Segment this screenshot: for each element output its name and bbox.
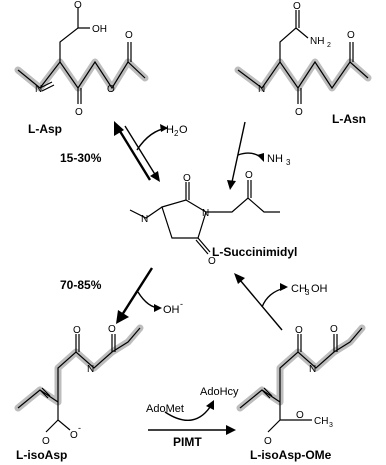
asp-atom-n: N (35, 84, 42, 95)
asp-atom-o1: O (75, 107, 83, 118)
succinimidyl-atom-n-side: N (141, 214, 148, 225)
adohcy-arrowhead (206, 400, 214, 410)
isoasp-formation: OH - 70-85% (60, 267, 183, 324)
asn-label: L-Asn (332, 112, 366, 126)
equilibrium-arrowhead-up (114, 121, 124, 136)
asp-atom-o-top: O (74, 0, 82, 11)
asn-bonds (237, 10, 369, 104)
ring-closure-arrowhead (234, 273, 245, 284)
succinimidyl-atom-o-ring-bottom: O (208, 256, 216, 267)
succinimidyl-ring (161, 199, 207, 239)
ammonia-arrowhead (257, 153, 264, 162)
asn-atom-nh2: NH (310, 36, 324, 47)
asp-atom-o2: O (107, 84, 115, 95)
adomet-label: AdoMet (146, 403, 184, 415)
asn-atom-n: N (258, 84, 265, 95)
isoasp-atom-o-carboxyl1: O (73, 325, 81, 336)
succinimidyl-bonds (129, 180, 280, 255)
methanol-oh: OH (311, 283, 328, 295)
water-sub: 2 (174, 129, 179, 138)
methanol-arrowhead (280, 283, 288, 291)
succinimidyl-atom-o-side: O (245, 170, 253, 181)
hydroxide-arrowhead (154, 304, 162, 312)
isoasp-atom-n: N (87, 364, 94, 375)
molecule-l-asn: O NH 2 N O O L-Asn (234, 1, 372, 126)
methanol-sub: 3 (305, 288, 310, 297)
ring-closure-arrow (239, 279, 283, 331)
isoasp-ome-ch3: CH (314, 416, 328, 427)
isoasp-ome-atom-o-ch3: O (296, 410, 304, 421)
hydrolysis-equilibrium: H 2 O 15-30% (60, 121, 188, 182)
molecule-l-isoasp: O N O O - O L-isoAsp (14, 324, 144, 462)
deamidation: NH 3 (227, 121, 291, 190)
isoasp-ome-atom-n: N (309, 364, 316, 375)
equilibrium-arrow-down (124, 125, 157, 177)
isoasp-bonds (17, 327, 141, 433)
equilibrium-arrowhead-down (150, 171, 160, 182)
molecule-l-asp: O OH N O O O L-Asp (14, 0, 149, 136)
ammonia-label: NH (267, 153, 283, 165)
molecule-l-isoasp-ome: O N O O CH 3 O L-isoAsp-OMe (236, 324, 366, 462)
molecule-l-succinimidyl: O O O N N L-Succinimidyl (129, 170, 297, 267)
succinimidyl-label: L-Succinimidyl (212, 245, 297, 259)
water-h: H (166, 124, 174, 136)
water-release-arrow (136, 127, 169, 151)
succinimidyl-atom-n-ring: N (202, 208, 209, 219)
methanol-release: CH 3 OH (234, 273, 328, 331)
pimt-methylation: AdoMet AdoHcy PIMT (146, 386, 239, 449)
water-o: O (179, 124, 188, 136)
isoasp-ome-atom-o-ester: O (295, 325, 303, 336)
pimt-label: PIMT (173, 435, 202, 449)
isoasp-arrow (120, 267, 154, 316)
asn-atom-nh2-subscript: 2 (327, 42, 331, 49)
isoasp-ome-atom-o-bottom: O (264, 436, 272, 447)
isoasp-atom-o-bottom: O (42, 436, 50, 447)
isoasp-percent-label: 70-85% (60, 278, 102, 292)
isoasp-ome-atom-o-top: O (330, 324, 338, 335)
isoasp-ome-bonds (239, 327, 363, 433)
ammonia-sub: 3 (286, 158, 291, 167)
water-arrowhead (160, 124, 168, 132)
isoasp-ome-label: L-isoAsp-OMe (250, 448, 332, 462)
hydroxide-charge: - (180, 299, 183, 309)
isoasp-atom-o-minus: O (70, 430, 78, 441)
adomet-to-adohcy-arrow (164, 403, 213, 421)
hydroxide-label: OH (163, 304, 180, 316)
isoasp-atom-o-top: O (108, 324, 116, 335)
asn-atom-o2: O (347, 30, 355, 41)
hydrolysis-percent-label: 15-30% (60, 151, 102, 165)
asp-label: L-Asp (28, 122, 62, 136)
deamidation-arrowhead (227, 180, 236, 190)
succinimidyl-atom-o-ring-top: O (183, 173, 191, 184)
methanol-label: CH (291, 283, 307, 295)
asn-atom-o-top: O (293, 1, 301, 12)
methanol-arrow (261, 287, 286, 308)
asp-bonds (17, 8, 146, 104)
pimt-main-arrowhead (226, 425, 236, 435)
isoasp-arrowhead (116, 310, 129, 324)
deamidation-arrow (231, 121, 246, 183)
asp-atom-o3: O (125, 30, 133, 41)
asn-atom-o1: O (295, 107, 303, 118)
isoasp-charge: - (78, 423, 81, 433)
adohcy-label: AdoHcy (200, 386, 239, 398)
asp-atom-oh: OH (92, 24, 107, 35)
isoasp-ome-ch3-sub: 3 (329, 422, 333, 429)
equilibrium-arrow-up (116, 127, 152, 181)
isoasp-label: L-isoAsp (16, 448, 67, 462)
